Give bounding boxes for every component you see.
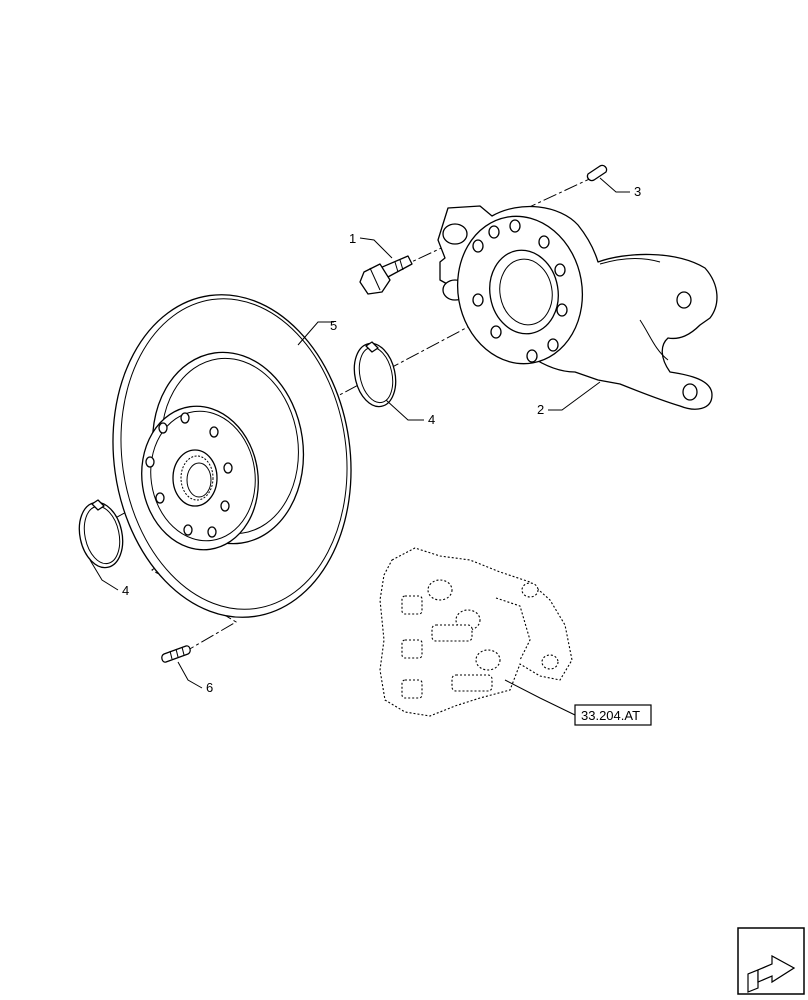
reference-label: 33.204.AT xyxy=(581,708,640,723)
leader-lines xyxy=(89,177,630,716)
flange-bolt-holes xyxy=(472,219,568,363)
snap-ring-lower-part-4 xyxy=(78,499,124,569)
splined-hub-bore xyxy=(172,449,218,507)
bolt-part-1 xyxy=(359,255,413,295)
pin-part-3 xyxy=(586,164,608,182)
callout-6: 6 xyxy=(206,680,213,695)
caliper-bracket-part-2 xyxy=(437,205,718,410)
callout-3: 3 xyxy=(634,184,641,199)
disc-bolt-holes xyxy=(145,412,233,538)
brake-disc-part-5 xyxy=(112,294,352,618)
callout-1: 1 xyxy=(349,231,356,246)
callout-labels: 1 2 3 4 4 5 6 xyxy=(122,184,641,695)
reference-link-33-204-at[interactable]: 33.204.AT xyxy=(574,704,652,726)
callout-4-upper: 4 xyxy=(428,412,435,427)
snap-ring-upper-part-4 xyxy=(353,341,397,408)
callout-5: 5 xyxy=(330,318,337,333)
stud-part-6 xyxy=(161,645,191,663)
phantom-brake-caliper xyxy=(379,547,573,717)
callout-2: 2 xyxy=(537,402,544,417)
next-page-arrow-icon[interactable] xyxy=(737,927,805,995)
callout-4-lower: 4 xyxy=(122,583,129,598)
